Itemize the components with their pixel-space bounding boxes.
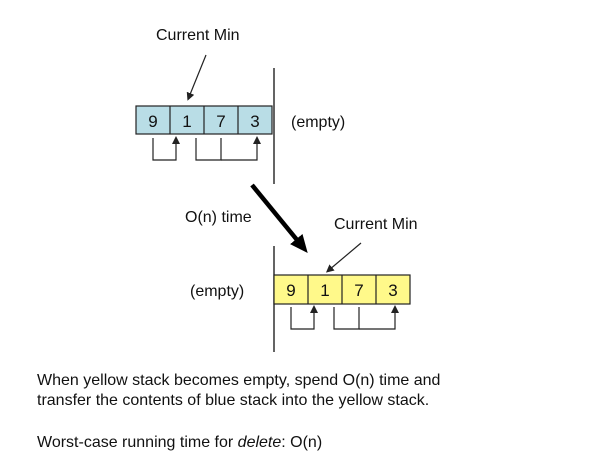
transfer-time-label: O(n) time (185, 209, 252, 226)
blue-stack-cell: 3 (250, 112, 259, 131)
caption-line-3-emphasis: delete (237, 434, 282, 451)
yellow-stack-cell: 3 (388, 281, 397, 300)
yellow-min-links (290, 305, 399, 330)
top-current-min-label: Current Min (156, 27, 240, 44)
bottom-current-min-pointer (325, 242, 362, 273)
yellow-stack-cell: 1 (320, 281, 329, 300)
blue-min-link (152, 136, 180, 161)
caption-line-3-prefix: Worst-case running time for (37, 434, 238, 451)
blue-min-link (221, 136, 261, 161)
caption-line-3: Worst-case running time for delete: O(n) (37, 433, 322, 453)
caption-line-2: transfer the contents of blue stack into… (37, 392, 430, 409)
blue-stack: 9 1 7 3 (135, 105, 273, 135)
yellow-stack-cell: 9 (286, 281, 295, 300)
caption-line-1: When yellow stack becomes empty, spend O… (37, 372, 441, 389)
yellow-min-link (290, 305, 318, 330)
yellow-min-link (333, 307, 360, 330)
blue-stack-cell: 9 (148, 112, 157, 131)
transfer-arrow (250, 183, 308, 253)
bottom-empty-label: (empty) (190, 283, 244, 300)
blue-min-link (195, 138, 222, 161)
yellow-stack: 9 1 7 3 (273, 274, 411, 305)
caption-line-3-suffix: : O(n) (281, 434, 323, 451)
top-empty-label: (empty) (291, 114, 345, 131)
top-current-min-pointer (186, 54, 207, 101)
yellow-stack-cell: 7 (354, 281, 363, 300)
yellow-min-link (359, 305, 399, 330)
blue-stack-cell: 7 (216, 112, 225, 131)
blue-stack-cell: 1 (182, 112, 191, 131)
bottom-current-min-label: Current Min (334, 216, 418, 233)
blue-min-links (152, 136, 261, 161)
